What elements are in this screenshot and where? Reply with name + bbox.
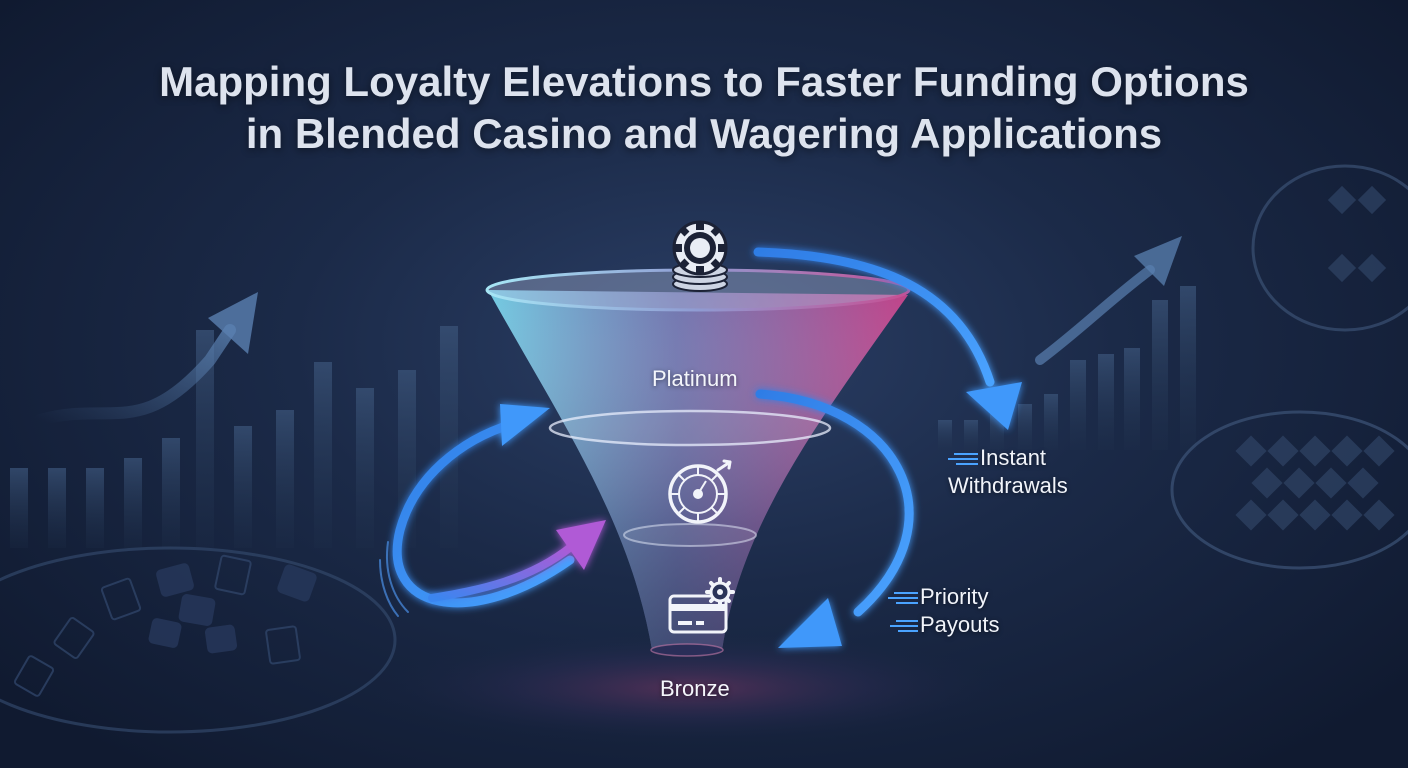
right-trend-arrow-decoration xyxy=(1035,265,1155,365)
tier-label-platinum: Platinum xyxy=(652,366,738,391)
right-bar-chart-decoration xyxy=(938,286,1196,450)
left-loop-arrow-outer xyxy=(392,404,575,608)
callout-instant-line-1: Instant xyxy=(980,445,1047,470)
left-table-oval-decoration xyxy=(0,546,397,734)
funnel-floor-glow xyxy=(370,632,1010,744)
speed-lines-icon xyxy=(948,453,978,466)
motion-lines-decoration xyxy=(379,541,409,617)
callout-instant-withdrawals: Instant Withdrawals xyxy=(948,444,1068,500)
right-table-oval-lower-decoration xyxy=(1170,410,1408,570)
tier-label-bronze: Bronze xyxy=(660,676,730,701)
funnel-tier-divider-lower xyxy=(623,523,757,547)
callout-priority-payouts: Priority Payouts xyxy=(888,583,1000,639)
card-outline-decoration xyxy=(13,554,301,697)
credit-card-gear-icon xyxy=(668,577,735,634)
right-table-oval-upper-decoration xyxy=(1251,164,1408,332)
priority-payouts-arrow xyxy=(755,389,914,648)
instant-withdrawals-arrow xyxy=(753,247,1022,430)
left-bar-chart-decoration xyxy=(10,326,458,548)
left-trend-arrow-decoration xyxy=(34,324,236,426)
left-trend-arrowhead-decoration xyxy=(208,292,258,354)
dice-and-cards-decoration xyxy=(148,563,317,654)
callout-priority-line-1: Priority xyxy=(920,584,989,609)
page-title-line-2: in Blended Casino and Wagering Applicati… xyxy=(245,110,1163,157)
callout-priority-line-2: Payouts xyxy=(920,612,1000,637)
callout-instant-line-2: Withdrawals xyxy=(948,473,1068,498)
page-title-line-1: Mapping Loyalty Elevations to Faster Fun… xyxy=(159,58,1249,105)
roulette-wheel-icon xyxy=(668,459,732,524)
speed-lines-icon xyxy=(890,620,918,633)
poker-chip-stack-icon xyxy=(672,220,728,292)
right-trend-arrowhead-decoration xyxy=(1134,236,1182,286)
funnel-tier-divider-upper xyxy=(548,409,832,447)
left-loop-arrow-inner xyxy=(428,520,606,602)
funnel-spout xyxy=(650,643,724,657)
speed-lines-icon xyxy=(888,592,918,605)
